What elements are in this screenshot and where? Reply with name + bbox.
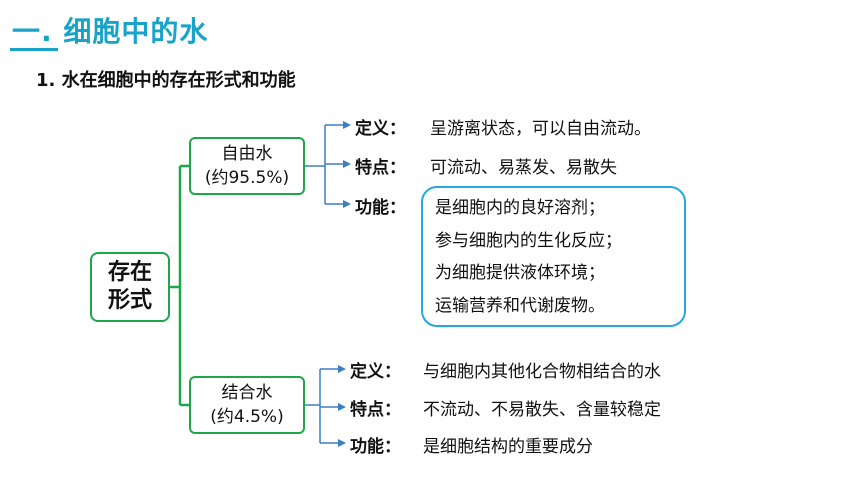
free-definition-text: 呈游离状态，可以自由流动。 (430, 119, 651, 139)
free-definition-label: 定义： (355, 119, 406, 139)
root-label-line2: 形式 (107, 288, 152, 313)
root-node: 存在 形式 (90, 252, 170, 322)
bound-definition-text: 与细胞内其他化合物相结合的水 (423, 362, 661, 382)
free-feature-label: 特点： (355, 158, 406, 178)
bound-feature-label: 特点： (350, 400, 401, 420)
page-title: 一. 细胞中的水 (12, 15, 209, 48)
root-label-line1: 存在 (107, 260, 152, 285)
free-function-item: 为细胞提供液体环境； (435, 263, 605, 283)
bound-water-name: 结合水 (221, 383, 273, 403)
free-function-label: 功能： (355, 198, 406, 218)
title-underline (10, 48, 58, 51)
free-water-node: 自由水 (约95.5%) (189, 137, 305, 195)
free-feature-text: 可流动、易蒸发、易散失 (430, 158, 617, 178)
free-function-item: 是细胞内的良好溶剂； (435, 198, 605, 218)
free-function-item: 参与细胞内的生化反应； (435, 230, 622, 251)
free-function-item: 运输营养和代谢废物。 (435, 295, 605, 316)
free-water-percent: (约95.5%) (204, 168, 290, 188)
bound-function-text: 是细胞结构的重要成分 (423, 437, 593, 457)
bound-water-percent: (约4.5%) (210, 407, 284, 427)
bound-water-node: 结合水 (约4.5%) (189, 376, 305, 434)
bound-function-label: 功能： (350, 437, 401, 457)
bound-feature-text: 不流动、不易散失、含量较稳定 (423, 400, 661, 420)
section-heading: 1. 水在细胞中的存在形式和功能 (36, 70, 296, 91)
free-function-box: 是细胞内的良好溶剂； 参与细胞内的生化反应； 为细胞提供液体环境； 运输营养和代… (421, 186, 686, 327)
bound-definition-label: 定义： (350, 362, 401, 382)
free-water-name: 自由水 (221, 144, 273, 164)
